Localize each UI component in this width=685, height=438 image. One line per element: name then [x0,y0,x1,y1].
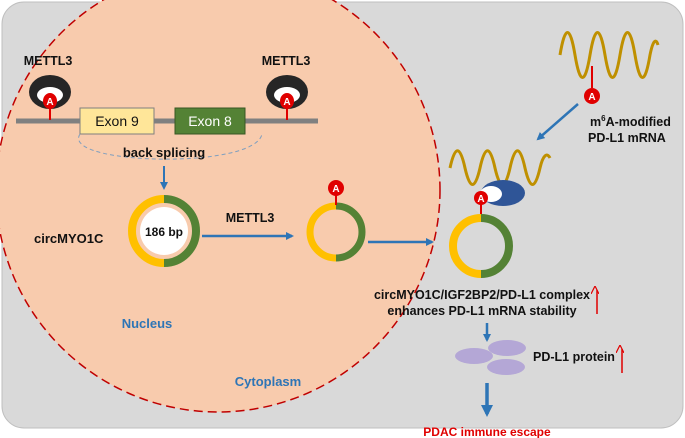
circ1-yellow-arc [128,195,165,267]
pdl1-mrna-free [558,31,660,79]
circ-length-label: 186 bp [145,225,183,239]
free-mrna-m6a-mark [584,88,600,104]
circ3-yellow-arc [449,214,482,278]
pdl1-protein-1 [455,348,493,364]
mettl3-right-label: METTL3 [262,54,311,68]
m6a-left-text: A [46,97,53,108]
nucleus [0,0,441,413]
complex-m6a-mark [474,191,488,205]
circ3-green-arc [480,214,513,278]
exon-8-label: Exon 8 [188,113,232,129]
complex-m6a-text: A [477,194,484,205]
circ2-m6a-mark [328,180,344,196]
pdl1-protein-3 [487,359,525,375]
circmyo1c-label: circMYO1C [34,231,104,246]
m6a-right-text: A [283,97,290,108]
circ2-yellow-arc [306,202,337,262]
m6a-left-mark [43,93,57,109]
circ1-core [140,207,188,255]
pdl1-protein-2 [488,340,526,356]
methylation-step-label: METTL3 [226,211,275,225]
mrna-binding-arrow [536,103,579,141]
outcome-label: PDAC immune escape [423,425,551,438]
modified-mrna-label-line2: PD-L1 mRNA [588,131,666,145]
exon-9-label: Exon 9 [95,113,139,129]
modified-mrna-label-line1: m6A-modified [590,114,671,129]
circ1-green-arc [163,195,200,267]
free-mrna-m6a-text: A [588,92,595,103]
nucleus-label: Nucleus [122,316,173,331]
back-splicing-label: back splicing [123,145,205,160]
exon-9-box [79,107,155,135]
pdl1-protein-label: PD-L1 protein [533,350,615,364]
complex-label-line1: circMYO1C/IGF2BP2/PD-L1 complex [374,288,590,302]
complex-label-line2: enhances PD-L1 mRNA stability [387,304,576,318]
m6a-right-mark [280,93,294,109]
cytoplasm-label: Cytoplasm [235,374,301,389]
exon-8-box [174,107,246,135]
circ2-green-arc [335,202,366,262]
mettl3-left-label: METTL3 [24,54,73,68]
circ2-m6a-text: A [332,184,339,195]
back-splicing-arc [78,133,263,160]
